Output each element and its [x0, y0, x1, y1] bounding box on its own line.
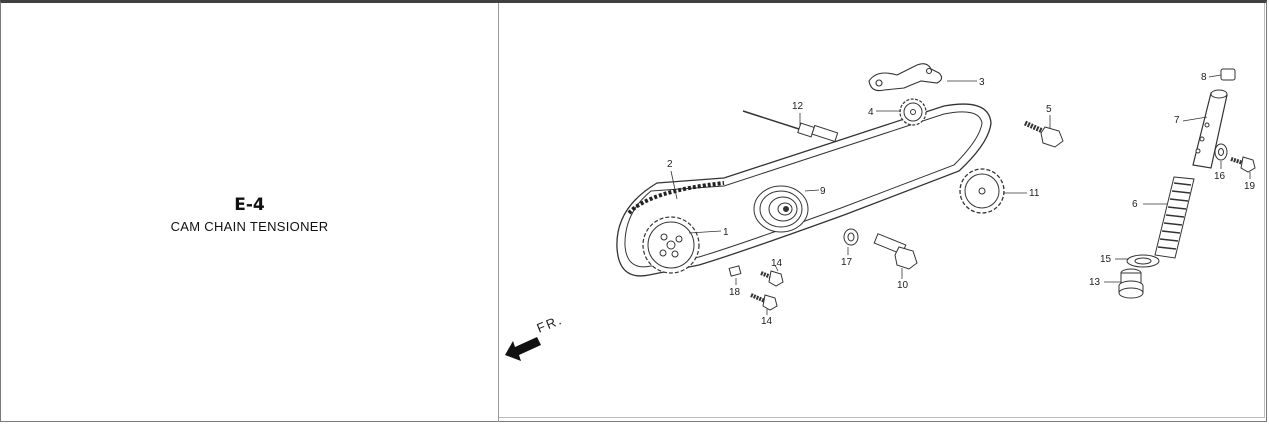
callout-8: 8 [1201, 72, 1207, 83]
callout-2: 2 [667, 159, 673, 170]
diagram-border [499, 3, 1265, 418]
leader-lines [670, 74, 1251, 315]
section-code: E-4 [234, 195, 265, 215]
callout-11: 11 [1029, 188, 1040, 199]
sealing-bolt-13 [1118, 268, 1144, 299]
spring-6 [1154, 176, 1195, 259]
callout-6: 6 [1132, 199, 1138, 210]
callout-4: 4 [868, 107, 874, 118]
idle-sprocket [899, 98, 927, 126]
cam-sprocket [959, 168, 1005, 214]
bolt-5 [1023, 120, 1064, 148]
callout-7: 7 [1174, 115, 1180, 126]
section-info-panel: E-4 CAM CHAIN TENSIONER [1, 3, 499, 422]
section-title: CAM CHAIN TENSIONER [170, 219, 329, 234]
callout-10: 10 [897, 280, 909, 291]
clip-18 [728, 265, 742, 277]
washer-15 [1126, 254, 1160, 268]
drive-sprocket [642, 216, 700, 274]
callout-14-lower: 14 [761, 316, 773, 327]
callout-12: 12 [792, 101, 804, 112]
callout-9: 9 [820, 186, 826, 197]
bolt-14-lower [750, 293, 778, 311]
tensioner-roller [753, 185, 809, 233]
callout-17: 17 [841, 257, 853, 268]
callout-19: 19 [1244, 181, 1256, 192]
pivot-pin [742, 110, 839, 143]
callout-15: 15 [1100, 254, 1112, 265]
callout-1: 1 [723, 227, 729, 238]
callout-labels: 1 2 3 4 5 6 7 8 9 10 11 12 13 14 14 15 1… [667, 72, 1256, 327]
callout-14-upper: 14 [771, 258, 783, 269]
callout-5: 5 [1046, 104, 1052, 115]
bolt-19 [1230, 156, 1256, 173]
cap-8 [1220, 68, 1236, 81]
washer-17 [843, 228, 859, 246]
cam-chain [616, 103, 992, 277]
callout-13: 13 [1089, 277, 1101, 288]
bolt-14-upper [760, 270, 784, 287]
parts-diagram: 1 2 3 4 5 6 7 8 9 10 11 12 13 14 14 15 1… [499, 3, 1267, 422]
parts-diagram-svg: 1 2 3 4 5 6 7 8 9 10 11 12 13 14 14 15 1… [505, 63, 1256, 361]
bolt-10 [873, 233, 918, 270]
callout-18: 18 [729, 287, 741, 298]
callout-3: 3 [979, 77, 985, 88]
callout-16: 16 [1214, 171, 1226, 182]
guide-bracket [868, 63, 943, 92]
washer-16 [1214, 143, 1228, 161]
tensioner-lifter [1192, 89, 1228, 169]
